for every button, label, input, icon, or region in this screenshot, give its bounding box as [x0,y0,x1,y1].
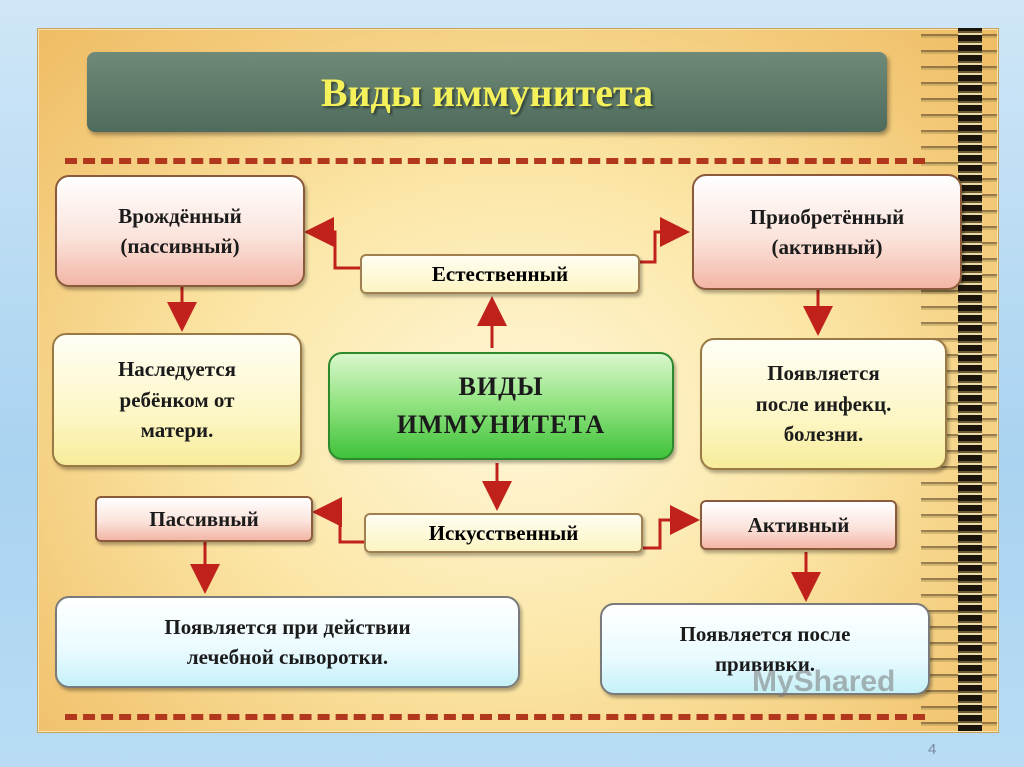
box-acquired-line2: (активный) [771,235,883,259]
arrow-artificial-to-passive [312,497,364,544]
box-active: Активный [700,500,897,550]
acquired-desc-line2: после инфекц. [755,391,892,416]
page-number: 4 [928,741,937,758]
box-innate: Врождённый (пассивный) [55,175,305,287]
box-innate-desc: Наследуется ребёнком от матери. [52,333,302,467]
box-innate-line2: (пассивный) [120,234,240,258]
box-passive-desc: Появляется при действии лечебной сыворот… [55,596,520,688]
box-passive-text: Пассивный [149,506,259,531]
innate-desc-line1: Наследуется [117,357,237,382]
arrow-natural-to-acquired [640,217,690,264]
box-acquired: Приобретённый (активный) [692,174,962,290]
active-desc-line1: Появляется после [679,621,851,646]
center-line2: ИММУНИТЕТА [396,410,606,439]
center-line1: ВИДЫ [458,372,544,402]
label-artificial-text: Искусственный [428,520,579,545]
box-active-desc: Появляется после прививки. [600,603,930,695]
arrow-natural-to-innate [304,217,360,270]
divider-top [65,158,925,164]
box-acquired-desc: Появляется после инфекц. болезни. [700,338,947,470]
notebook-spiral [958,28,982,731]
box-passive: Пассивный [95,496,313,542]
box-innate-line1: Врождённый [118,203,242,228]
innate-desc-line2: ребёнком от [119,387,235,412]
box-active-text: Активный [747,512,850,537]
arrow-artificial-to-active [643,505,700,550]
label-artificial: Искусственный [364,513,643,553]
box-acquired-line1: Приобретённый [749,204,905,229]
label-natural-text: Естественный [431,261,569,286]
title-bar: Виды иммунитета [87,52,887,132]
divider-bottom [65,714,925,720]
page-title: Виды иммунитета [320,69,654,115]
passive-desc-line2: лечебной сыворотки. [186,645,389,669]
passive-desc-line1: Появляется при действии [164,614,411,639]
label-natural: Естественный [360,254,640,294]
box-center: ВИДЫ ИММУНИТЕТА [328,352,674,460]
watermark-logo: MyShared [752,665,896,698]
acquired-desc-line1: Появляется [767,361,880,386]
innate-desc-line3: матери. [140,418,214,443]
acquired-desc-line3: болезни. [783,422,864,447]
active-desc-line2: прививки. [714,652,816,676]
